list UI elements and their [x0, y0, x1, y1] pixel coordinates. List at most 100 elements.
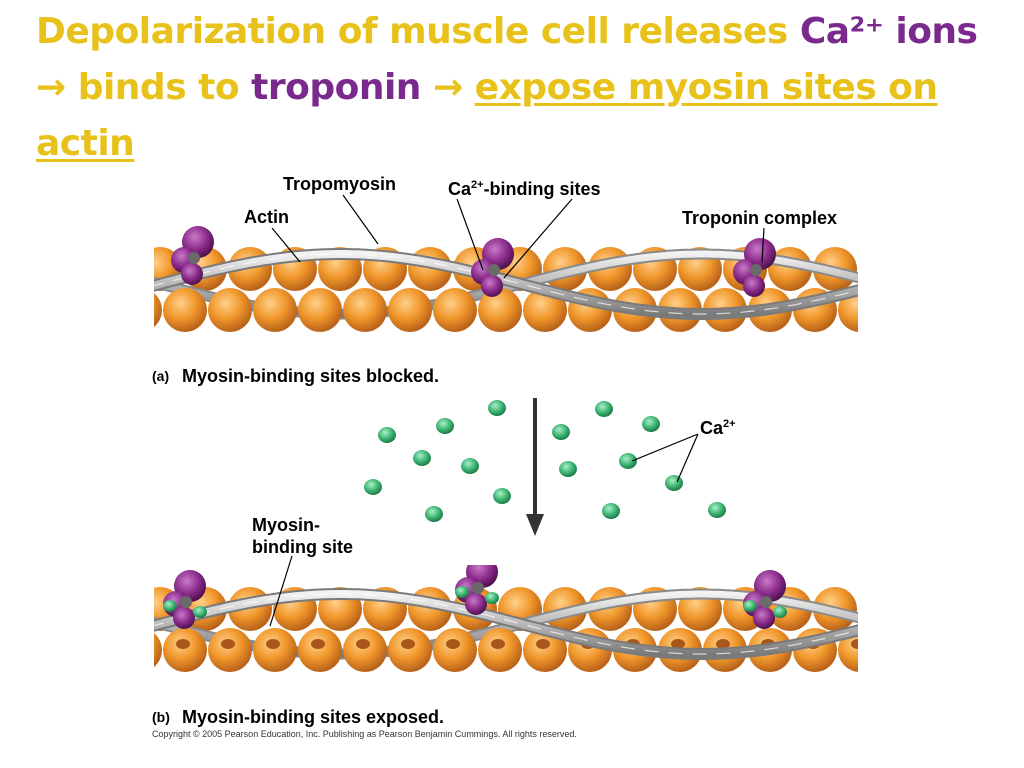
myosin-binding-site: [491, 639, 505, 649]
actin-bead: [253, 288, 297, 332]
panel-b-labels: Myosin- binding site (b) Myosin-binding …: [152, 515, 577, 739]
actin-bead: [478, 288, 522, 332]
troponin-subunit: [753, 607, 775, 629]
troponin-complex: [455, 565, 499, 615]
free-calcium-ion: [436, 418, 454, 434]
leader-ca-site-1: [456, 198, 484, 271]
title-arrow2: →: [420, 67, 475, 108]
leader-ca-2: [676, 433, 699, 483]
caption-b: Myosin-binding sites exposed.: [182, 707, 444, 727]
myosin-binding-site: [266, 639, 280, 649]
label-tropomyosin: Tropomyosin: [283, 174, 396, 194]
free-calcium-ion: [413, 450, 431, 466]
actin-bead: [433, 288, 477, 332]
free-calcium-ion: [552, 424, 570, 440]
troponin-binding-pocket: [188, 252, 200, 264]
calcium-release: Ca2+: [364, 398, 736, 536]
free-calcium-ion: [378, 427, 396, 443]
free-calcium-ion: [595, 401, 613, 417]
troponin-subunit: [465, 593, 487, 615]
myosin-binding-site: [221, 639, 235, 649]
caption-a-tag: (a): [152, 368, 169, 384]
free-calcium-ion: [461, 458, 479, 474]
troponin-subunit: [181, 263, 203, 285]
myosin-binding-site: [851, 639, 858, 649]
caption-a: Myosin-binding sites blocked.: [182, 366, 439, 386]
free-calcium-ion: [642, 416, 660, 432]
free-calcium-ion: [425, 506, 443, 522]
free-calcium-ion: [493, 488, 511, 504]
actin-bead: [298, 628, 342, 672]
ca-label-base: Ca: [700, 418, 724, 438]
tropomyosin-twist: [154, 593, 858, 655]
actin-filament-blocked: [154, 226, 902, 332]
troponin-binding-pocket: [180, 596, 192, 608]
troponin-binding-pocket: [472, 582, 484, 594]
bound-calcium-ion: [743, 600, 757, 612]
myosin-binding-site: [131, 639, 145, 649]
actin-bead: [343, 628, 387, 672]
troponin-subunit: [481, 275, 503, 297]
leader-troponin: [761, 227, 765, 263]
actin-bead: [298, 288, 342, 332]
actin-bead: [154, 293, 162, 327]
actin-bead: [478, 628, 522, 672]
troponin-complex: [733, 238, 776, 297]
myosin-binding-site: [401, 639, 415, 649]
title-troponin: troponin: [251, 67, 421, 108]
actin-bead: [163, 628, 207, 672]
troponin-complex: [471, 238, 514, 297]
free-calcium-ion: [488, 400, 506, 416]
down-arrow-icon: [526, 514, 544, 536]
leader-actin: [271, 227, 301, 263]
actin-bead: [253, 628, 297, 672]
actin-bead: [208, 288, 252, 332]
actin-filament-exposed: [131, 565, 902, 672]
label-ca: Ca2+: [700, 418, 736, 438]
actin-bead: [154, 633, 162, 667]
leader-ca-site-2: [503, 198, 573, 279]
ca-label-sup: 2+: [723, 418, 736, 430]
myosin-binding-site: [716, 639, 730, 649]
actin-bead: [388, 628, 432, 672]
actin-bead: [858, 247, 902, 291]
ca-binding-base: Ca: [448, 179, 472, 199]
free-calcium-ion: [602, 503, 620, 519]
actin-bead: [388, 288, 432, 332]
label-actin: Actin: [244, 207, 289, 227]
myosin-binding-site: [356, 639, 370, 649]
bound-calcium-ion: [485, 592, 499, 604]
free-calcium-ion: [619, 453, 637, 469]
bound-calcium-ion: [455, 586, 469, 598]
title-ca-ions: Ca²⁺ ions: [799, 11, 978, 52]
free-calcium-ion: [559, 461, 577, 477]
bound-calcium-ion: [163, 600, 177, 612]
myosin-binding-site: [536, 639, 550, 649]
label-ca-binding-sites: Ca2+-binding sites: [448, 179, 601, 199]
leader-ca-1: [631, 433, 699, 462]
actin-bead: [433, 628, 477, 672]
troponin-subunit: [173, 607, 195, 629]
myosin-binding-site: [311, 639, 325, 649]
ca-binding-sup: 2+: [471, 179, 484, 191]
copyright: Copyright © 2005 Pearson Education, Inc.…: [152, 729, 577, 739]
troponin-complex: [163, 570, 207, 629]
label-myosin-binding-2: binding site: [252, 537, 353, 557]
slide-title: Depolarization of muscle cell releases C…: [36, 4, 996, 172]
label-troponin-complex: Troponin complex: [682, 208, 837, 228]
caption-b-tag: (b): [152, 709, 170, 725]
troponin-complex: [743, 570, 787, 629]
actin-bead: [343, 288, 387, 332]
ca-binding-rest: -binding sites: [484, 179, 601, 199]
free-calcium-ion: [665, 475, 683, 491]
tropomyosin-twist: [154, 253, 858, 315]
bound-calcium-ion: [193, 606, 207, 618]
title-part1: Depolarization of muscle cell releases: [36, 11, 800, 52]
troponin-complex: [171, 226, 214, 285]
myosin-binding-site: [446, 639, 460, 649]
actin-bead: [208, 628, 252, 672]
troponin-binding-pocket: [750, 264, 762, 276]
troponin-binding-pocket: [488, 264, 500, 276]
actin-bead: [858, 587, 902, 631]
